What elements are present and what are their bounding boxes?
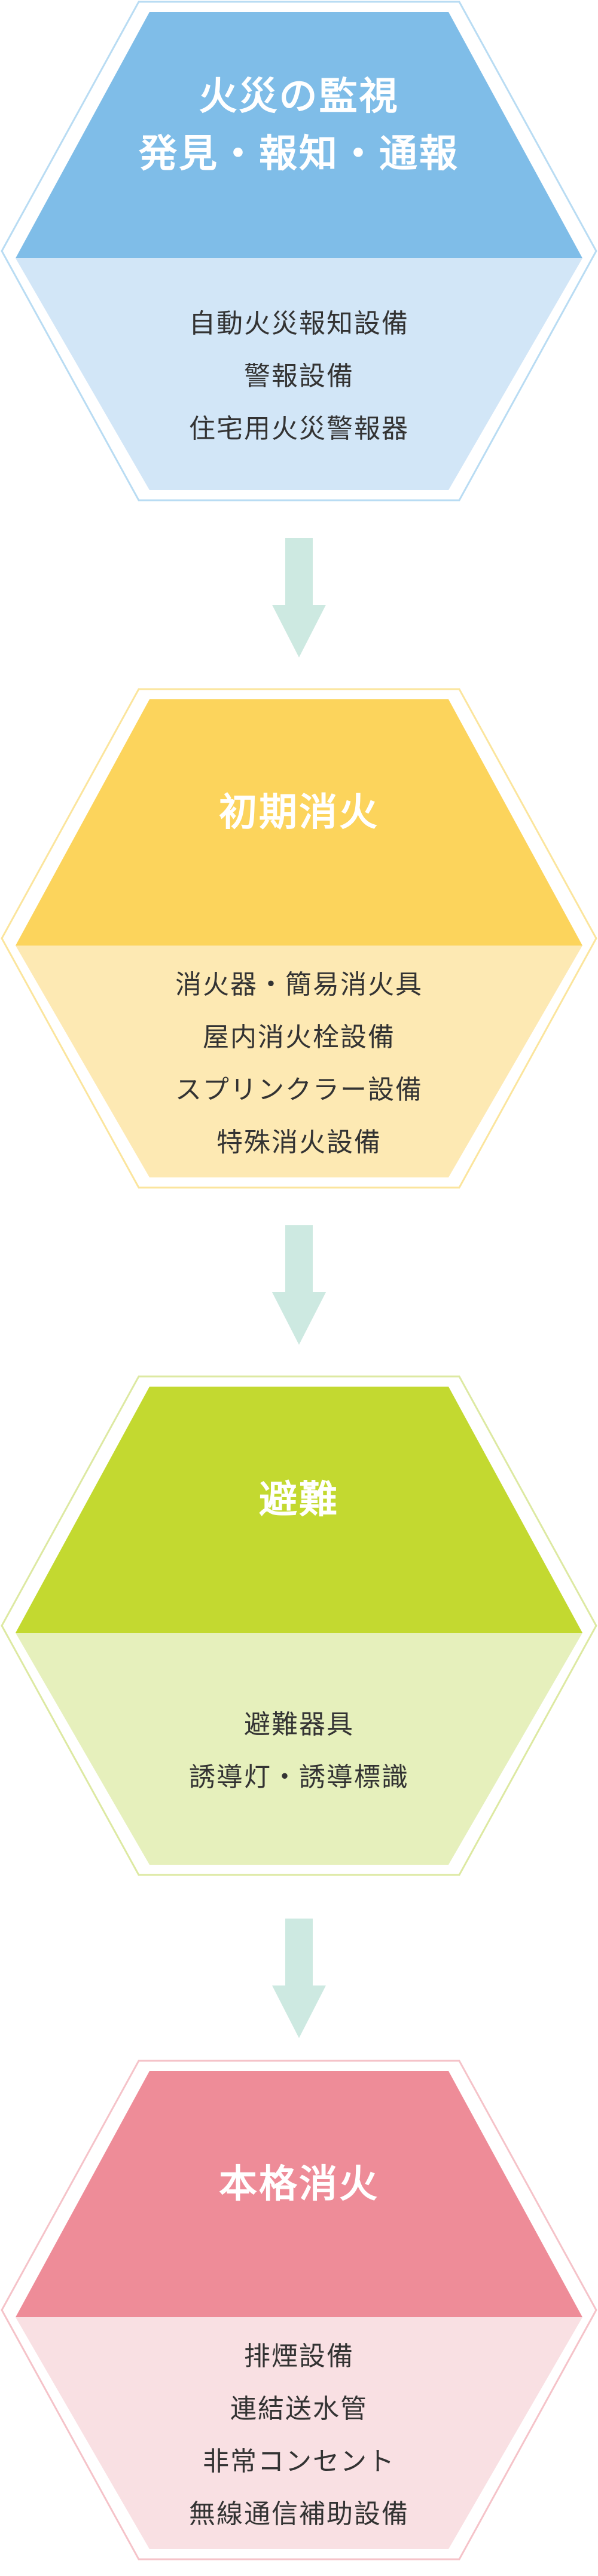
hexagon-outline — [1, 1375, 597, 1876]
stage-items: 消火器・簡易消火具 屋内消火栓設備 スプリンクラー設備 特殊消火設備 — [0, 938, 598, 1189]
hexagon-top — [16, 1387, 582, 1633]
stage-title-line: 初期消火 — [219, 791, 379, 835]
hexagon-top — [16, 2071, 582, 2317]
hexagon-top — [16, 699, 582, 946]
stage-item: 避難器具 — [244, 1709, 354, 1740]
stage-item: スプリンクラー設備 — [175, 1075, 423, 1105]
stage-title: 火災の監視 発見・報知・通報 — [0, 0, 598, 251]
stage-fire-monitoring: 火災の監視 発見・報知・通報 自動火災報知設備 警報設備 住宅用火災警報器 — [0, 0, 598, 502]
hexagon-outline — [1, 688, 597, 1189]
stage-item: 屋内消火栓設備 — [203, 1022, 395, 1053]
stage-items: 排煙設備 連結送水管 非常コンセント 無線通信補助設備 — [0, 2310, 598, 2561]
hexagon-bottom — [16, 946, 582, 1177]
stage-item: 排煙設備 — [244, 2341, 354, 2372]
stage-title: 初期消火 — [0, 687, 598, 938]
stage-items: 避難器具 誘導灯・誘導標識 — [0, 1626, 598, 1877]
stage-title: 避難 — [0, 1375, 598, 1626]
stage-items: 自動火災報知設備 警報設備 住宅用火災警報器 — [0, 251, 598, 502]
stage-title-line: 避難 — [259, 1478, 339, 1522]
stage-full-scale-firefighting: 本格消火 排煙設備 連結送水管 非常コンセント 無線通信補助設備 — [0, 2059, 598, 2561]
hexagon-bottom — [16, 1633, 582, 1865]
stage-item: 無線通信補助設備 — [189, 2499, 409, 2529]
hexagon-bottom — [16, 2317, 582, 2549]
stage-item: 特殊消火設備 — [216, 1127, 382, 1158]
hexagon-outline — [1, 2060, 597, 2560]
stage-initial-firefighting: 初期消火 消火器・簡易消火具 屋内消火栓設備 スプリンクラー設備 特殊消火設備 — [0, 687, 598, 1189]
down-arrow-icon — [272, 1919, 326, 2038]
stage-item: 警報設備 — [244, 361, 354, 391]
stage-evacuation: 避難 避難器具 誘導灯・誘導標識 — [0, 1375, 598, 1877]
stage-item: 消火器・簡易消火具 — [175, 969, 423, 1000]
down-arrow-icon — [272, 1225, 326, 1345]
hexagon-bottom — [16, 258, 582, 490]
stage-title-line: 発見・報知・通報 — [139, 132, 459, 176]
stage-title-line: 本格消火 — [219, 2162, 379, 2207]
stage-title: 本格消火 — [0, 2059, 598, 2310]
hexagon-shape — [1, 688, 597, 1189]
stage-item: 住宅用火災警報器 — [189, 414, 409, 444]
hexagon-shape — [1, 2060, 597, 2560]
down-arrow-icon — [272, 538, 326, 657]
stage-item: 誘導灯・誘導標識 — [189, 1762, 409, 1792]
stage-item: 非常コンセント — [203, 2446, 395, 2477]
stage-item: 自動火災報知設備 — [189, 308, 409, 339]
hexagon-outline — [1, 1, 597, 501]
stage-item: 連結送水管 — [230, 2394, 368, 2424]
hexagon-shape — [1, 1, 597, 501]
hexagon-shape — [1, 1375, 597, 1876]
stage-title-line: 火災の監視 — [199, 75, 399, 119]
hexagon-top — [16, 12, 582, 258]
